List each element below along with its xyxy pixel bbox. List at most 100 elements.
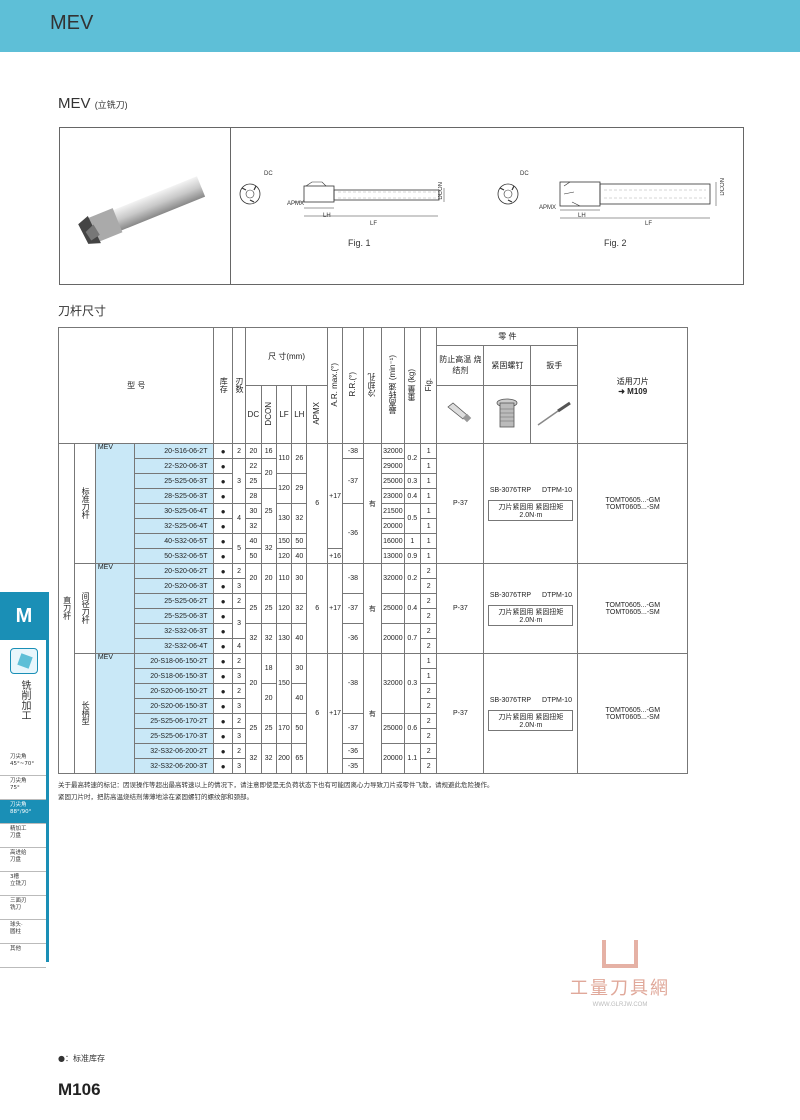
fig1-drawing	[239, 181, 445, 217]
table-cell: 30	[291, 563, 308, 594]
table-cell: 最高转速 (min⁻¹)	[381, 327, 405, 444]
sidebar-tab[interactable]: 刀尖角 45°~70°	[0, 752, 46, 776]
table-cell: 25	[260, 713, 277, 744]
fig2-dcon-label: DCON	[720, 178, 726, 196]
th-apmx: APMX	[312, 402, 322, 425]
table-cell: -38	[342, 653, 364, 714]
cell-text: 间径刀杆	[81, 591, 91, 624]
table-cell: 26	[291, 443, 308, 474]
table-cell: 2	[231, 563, 247, 579]
th-inserts-ref: M109	[627, 386, 648, 396]
sidebar-category: 铣削加工	[19, 680, 30, 720]
table-cell: 0.4	[403, 593, 421, 624]
cell-text: 标准刀杆	[81, 486, 91, 519]
table-cell: 3	[231, 728, 247, 744]
table-cell: 32	[245, 743, 262, 774]
page-number: M106	[58, 1080, 101, 1099]
table-cell: ●	[213, 683, 233, 699]
table-cell: 130	[275, 623, 293, 654]
table-cell: 2	[231, 713, 247, 729]
prefix-reduced: MEV	[94, 563, 135, 654]
sidebar-tab[interactable]: 精加工 刀盘	[0, 824, 46, 848]
sidebar-tab-active[interactable]: 刀尖角 88°/90°	[0, 800, 46, 824]
fig2-lf-label: LF	[645, 221, 653, 227]
table-cell: 1	[403, 533, 421, 549]
sidebar-tab[interactable]: 其他	[0, 944, 46, 968]
table-cell: 65	[291, 743, 308, 774]
table-cell: 32	[291, 503, 308, 534]
table-cell: 20000	[381, 518, 405, 534]
wrench-image	[530, 385, 579, 444]
table-cell: 30	[291, 653, 308, 684]
table-cell: 2	[231, 593, 247, 609]
table-cell: 50	[245, 548, 262, 564]
table-cell: 40	[291, 548, 308, 564]
th-stock: 库存	[219, 376, 229, 393]
cell-text: 刀片紧固用 紧固扭矩	[498, 608, 564, 616]
header-title: MEV	[50, 12, 94, 34]
sidebar-tab[interactable]: 刀尖角 75°	[0, 776, 46, 800]
table-cell: 1.1	[403, 743, 421, 774]
table-cell: 1	[419, 653, 438, 669]
th-inserts-label: 适用刀片	[616, 376, 649, 386]
grease-image	[436, 385, 485, 444]
table-cell: -35	[342, 758, 364, 774]
table-cell: R.R.(°)	[342, 327, 364, 444]
table-cell: 2	[231, 683, 247, 699]
table-cell: 0.6	[403, 713, 421, 744]
sidebar-accent	[46, 592, 49, 962]
sidebar-tab[interactable]: 3槽 立铣刀	[0, 872, 46, 896]
th-lf: LF	[275, 385, 293, 444]
table-cell: 2	[419, 758, 438, 774]
table-cell: 32-S32-06-200-2T	[133, 743, 215, 759]
table-cell: 40	[291, 623, 308, 654]
table-cell: 2	[231, 653, 247, 669]
table-cell: ●	[213, 713, 233, 729]
table-cell: 有	[362, 443, 383, 564]
watermark-logo-icon	[602, 940, 638, 968]
th-parts: 零 件	[436, 327, 579, 346]
table-cell: 2	[419, 698, 438, 714]
sidebar-tab[interactable]: 高进给 刀盘	[0, 848, 46, 872]
table-cell: 16000	[381, 533, 405, 549]
table-cell: 150	[275, 533, 293, 549]
table-cell: ●	[213, 473, 233, 489]
milling-icon	[10, 648, 38, 674]
table-cell: 25	[245, 473, 262, 489]
group-straight: 直刀杆	[57, 443, 76, 774]
sidebar-tab[interactable]: 球头· 圆柱	[0, 920, 46, 944]
table-cell: 刃数	[231, 327, 247, 444]
table-cell: 2	[419, 623, 438, 639]
table-cell: ●	[213, 503, 233, 519]
table-cell: DCON	[260, 385, 277, 444]
table-cell: 1	[419, 458, 438, 474]
cell-text: TOMT0605...-GM	[605, 601, 661, 609]
table-cell: 25-S25-06-3T	[133, 473, 215, 489]
product-title: MEV (立铣刀)	[58, 95, 128, 112]
cell-text: 2.0N·m	[519, 721, 543, 729]
table-cell: 120	[275, 548, 293, 564]
section-letter-badge: M	[0, 592, 48, 640]
th-fig: Fig.	[423, 377, 433, 392]
table-cell: ●	[213, 758, 233, 774]
th-wrench: 扳手	[530, 345, 579, 386]
model-cell: 20-S16-06-2T	[133, 443, 215, 459]
table-cell: 20-S20-06-150-2T	[133, 683, 215, 699]
fig1-lh-label: LH	[323, 213, 331, 219]
table-cell: 有	[362, 653, 383, 774]
table-cell: ●	[213, 728, 233, 744]
table-cell: ●	[213, 668, 233, 684]
table-cell: 32000	[381, 443, 405, 459]
table-cell: 2	[231, 743, 247, 759]
table-cell: 20	[245, 563, 262, 594]
th-dcon: DCON	[263, 401, 273, 426]
sidebar-tab[interactable]: 三面刃 铣刀	[0, 896, 46, 920]
cell-text: 长柄型	[81, 700, 91, 725]
table-cell: -37	[342, 593, 364, 624]
group-standard: 标准刀杆	[74, 443, 96, 564]
th-inserts-link[interactable]: ➜ M109	[618, 386, 648, 396]
table-cell: 1	[419, 488, 438, 504]
